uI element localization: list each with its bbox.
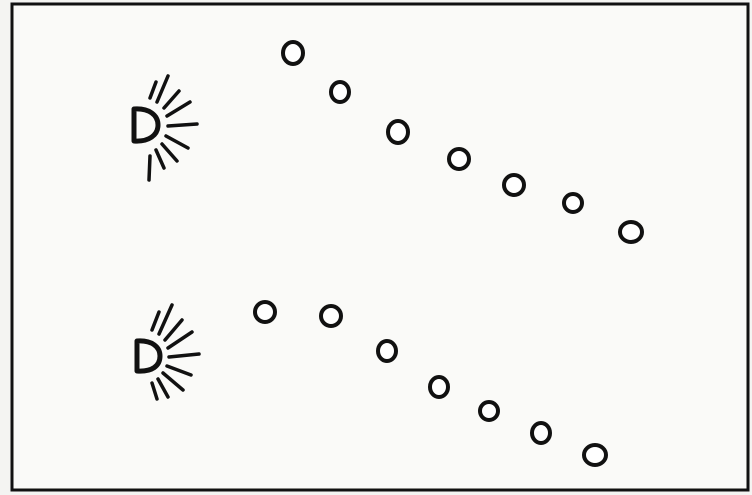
dot: [255, 302, 275, 322]
dot: [504, 175, 524, 195]
dot: [532, 423, 550, 443]
dot: [388, 121, 408, 143]
dot: [321, 306, 341, 326]
dot: [331, 82, 349, 102]
dot: [620, 222, 642, 242]
dot: [283, 42, 303, 64]
dot: [378, 341, 396, 361]
dot: [584, 445, 606, 465]
dot: [480, 402, 498, 420]
diagram-frame: [12, 4, 748, 490]
dot: [564, 194, 582, 212]
dot: [449, 149, 469, 169]
dot: [430, 377, 448, 397]
